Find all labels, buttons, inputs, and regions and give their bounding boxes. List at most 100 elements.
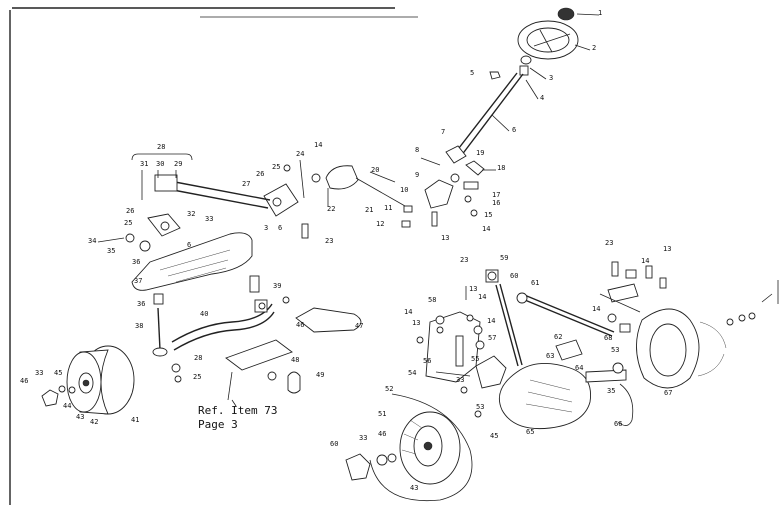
- left-front-wheel: [41, 345, 135, 415]
- callout-c53: 53: [476, 403, 484, 411]
- callout-c47: 47: [355, 322, 363, 330]
- callout-c25c: 25: [193, 373, 201, 381]
- callout-c60a: 60: [510, 272, 518, 280]
- callout-c24: 24: [296, 150, 304, 158]
- callout-c28b: 28: [194, 354, 202, 362]
- callout-c58: 58: [428, 296, 436, 304]
- callout-c33c: 33: [456, 376, 464, 384]
- callout-c36a: 36: [132, 258, 140, 266]
- callout-c40: 40: [200, 310, 208, 318]
- callout-c37: 37: [134, 277, 142, 285]
- callout-c33d: 33: [359, 434, 367, 442]
- callout-c43b: 43: [410, 484, 418, 492]
- callout-c63: 63: [546, 352, 554, 360]
- callout-c29: 29: [174, 160, 182, 168]
- callout-c19: 19: [476, 149, 484, 157]
- callout-c48: 48: [291, 356, 299, 364]
- callout-c3: 3: [549, 74, 553, 82]
- callout-c26a: 26: [256, 170, 264, 178]
- callout-c6c: 6: [187, 241, 191, 249]
- callout-c6b: 6: [278, 224, 282, 232]
- callout-c28a: 28: [157, 143, 165, 151]
- steering-gear-assembly: [401, 157, 496, 228]
- callout-c46c: 46: [378, 430, 386, 438]
- callout-c20: 20: [371, 166, 379, 174]
- callout-c46b: 46: [20, 377, 28, 385]
- callout-c33b: 33: [35, 369, 43, 377]
- callout-c14e: 14: [487, 317, 495, 325]
- callout-c51: 51: [378, 410, 386, 418]
- callout-c45b: 45: [490, 432, 498, 440]
- callout-c22: 22: [327, 205, 335, 213]
- callout-c36b: 36: [137, 300, 145, 308]
- callout-c15: 15: [484, 211, 492, 219]
- callout-c14f: 14: [641, 257, 649, 265]
- callout-c23c: 23: [605, 239, 613, 247]
- callout-c43a: 43: [76, 413, 84, 421]
- callout-c35: 35: [107, 247, 115, 255]
- callout-c8: 8: [415, 146, 419, 154]
- callout-c3b: 3: [264, 224, 268, 232]
- callout-c52: 52: [385, 385, 393, 393]
- callout-c68: 68: [604, 334, 612, 342]
- reference-page-text: Page 3: [198, 418, 238, 431]
- callout-c25a: 25: [272, 163, 280, 171]
- callout-c54: 54: [408, 369, 416, 377]
- callout-c53b: 53: [611, 346, 619, 354]
- callout-c23a: 23: [325, 237, 333, 245]
- callout-c11: 11: [384, 204, 392, 212]
- callout-c7: 7: [441, 128, 445, 136]
- callout-c16: 16: [492, 199, 500, 207]
- front-axle-assembly: [97, 213, 362, 401]
- callout-c42: 42: [90, 418, 98, 426]
- callout-c65: 65: [526, 428, 534, 436]
- callout-c1: 1: [598, 9, 602, 17]
- callout-c56: 56: [423, 357, 431, 365]
- callout-c66: 66: [614, 420, 622, 428]
- callout-c10: 10: [400, 186, 408, 194]
- callout-c23b: 23: [460, 256, 468, 264]
- callout-c30: 30: [156, 160, 164, 168]
- callout-c60b: 60: [330, 440, 338, 448]
- callout-c35b: 35: [607, 387, 615, 395]
- callout-c17: 17: [492, 191, 500, 199]
- callout-c33a: 33: [205, 215, 213, 223]
- callout-c38: 38: [135, 322, 143, 330]
- callout-c64: 64: [575, 364, 583, 372]
- callout-c4: 4: [540, 94, 544, 102]
- callout-c6: 6: [512, 126, 516, 134]
- callout-c41: 41: [131, 416, 139, 424]
- callout-c27: 27: [242, 180, 250, 188]
- callout-c14b: 14: [314, 141, 322, 149]
- callout-c2: 2: [592, 44, 596, 52]
- transaxle-assembly: [416, 269, 634, 430]
- rear-wheel: [345, 393, 473, 502]
- callout-c39: 39: [273, 282, 281, 290]
- callout-c12: 12: [376, 220, 384, 228]
- callout-c13b: 13: [469, 285, 477, 293]
- callout-c14a: 14: [482, 225, 490, 233]
- callout-labels: 1234567891011121314151617181920212223142…: [20, 9, 672, 492]
- reference-item-text: Ref. Item 73: [198, 404, 277, 417]
- callout-c44: 44: [63, 402, 71, 410]
- callout-c25b: 25: [124, 219, 132, 227]
- callout-c59: 59: [500, 254, 508, 262]
- callout-c62: 62: [554, 333, 562, 341]
- callout-c21: 21: [365, 206, 373, 214]
- callout-c57: 57: [488, 334, 496, 342]
- callout-c14c: 14: [478, 293, 486, 301]
- callout-c14g: 14: [592, 305, 600, 313]
- right-rear-wheel: [599, 261, 779, 389]
- callout-c13d: 13: [663, 245, 671, 253]
- callout-c14d: 14: [404, 308, 412, 316]
- callout-c67: 67: [664, 389, 672, 397]
- callout-c13c: 13: [412, 319, 420, 327]
- callout-c45a: 45: [54, 369, 62, 377]
- callout-c9: 9: [415, 171, 419, 179]
- drag-link-assembly: [131, 153, 406, 239]
- callout-c26b: 26: [126, 207, 134, 215]
- callout-c61: 61: [531, 279, 539, 287]
- callout-c46a: 46: [296, 321, 304, 329]
- steering-wheel-assembly: [445, 7, 600, 164]
